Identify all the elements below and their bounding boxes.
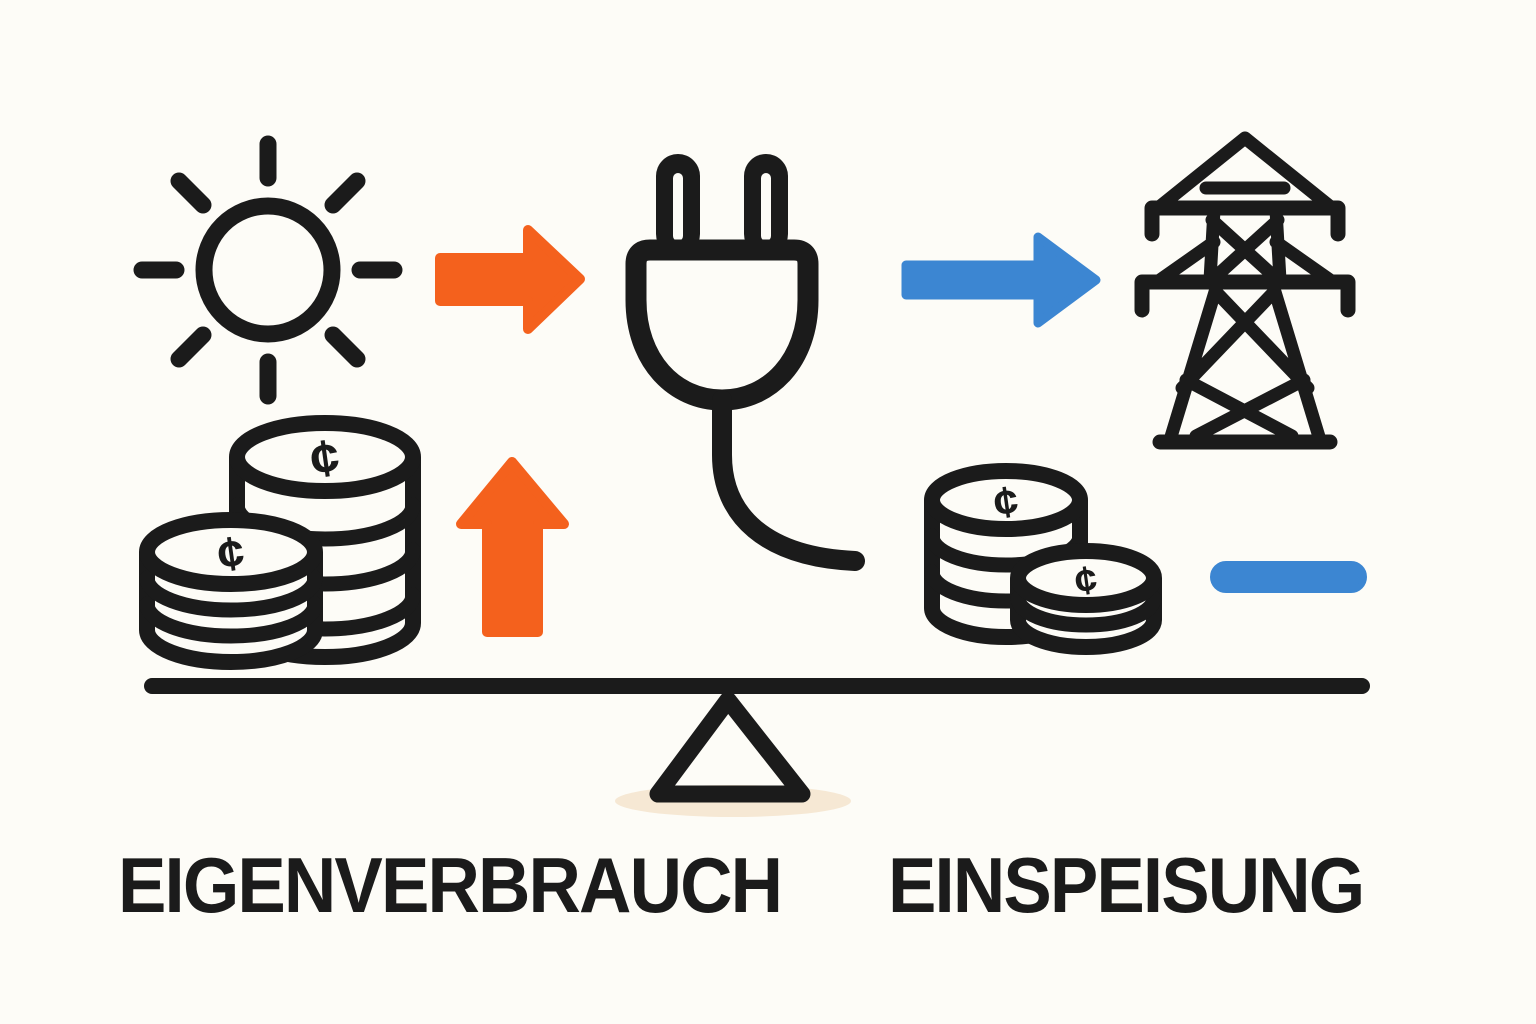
sun-rays (133, 135, 403, 405)
blue-minus-icon (1210, 561, 1367, 593)
plug-icon (625, 154, 865, 571)
label-einspeisung: EINSPEISUNG (888, 841, 1365, 929)
coin-stacks-small-icon: ¢ ¢ (924, 463, 1162, 655)
fulcrum-triangle (649, 691, 811, 803)
plug-cord (712, 390, 865, 571)
sun-disc (195, 197, 341, 343)
coin-stacks-large-icon: ¢ ¢ (139, 415, 421, 670)
label-eigenverbrauch: EIGENVERBRAUCH (118, 841, 783, 929)
orange-arrow-up-icon (456, 457, 569, 637)
balance-scale-icon (144, 678, 1370, 817)
orange-arrow-right-icon (435, 225, 585, 334)
power-tower-icon (1134, 131, 1356, 450)
blue-arrow-right-icon (901, 232, 1101, 328)
